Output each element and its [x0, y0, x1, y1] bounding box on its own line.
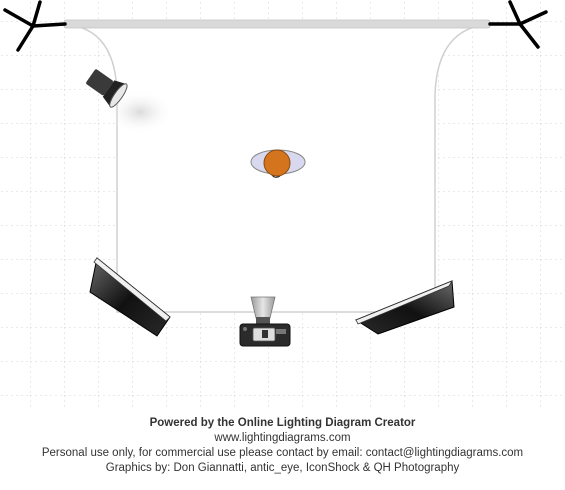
subject	[250, 149, 306, 178]
left-softbox	[89, 257, 171, 337]
website-text: www.lightingdiagrams.com	[214, 432, 351, 444]
license-text: Personal use only, for commercial use pl…	[41, 447, 524, 459]
graphics-credit-text: Graphics by: Don Giannatti, antic_eye, I…	[105, 462, 460, 474]
spotlight-icon	[86, 69, 128, 108]
backdrop-crossbar	[63, 19, 491, 29]
credits-block: Powered by the Online Lighting Diagram C…	[0, 416, 565, 476]
c-stand-left-icon	[3, 0, 67, 52]
powered-by-text: Powered by the Online Lighting Diagram C…	[149, 417, 416, 429]
right-softbox	[354, 280, 455, 335]
hair-light	[86, 69, 174, 134]
camera-icon	[239, 296, 291, 347]
c-stand-right-icon	[488, 0, 548, 49]
